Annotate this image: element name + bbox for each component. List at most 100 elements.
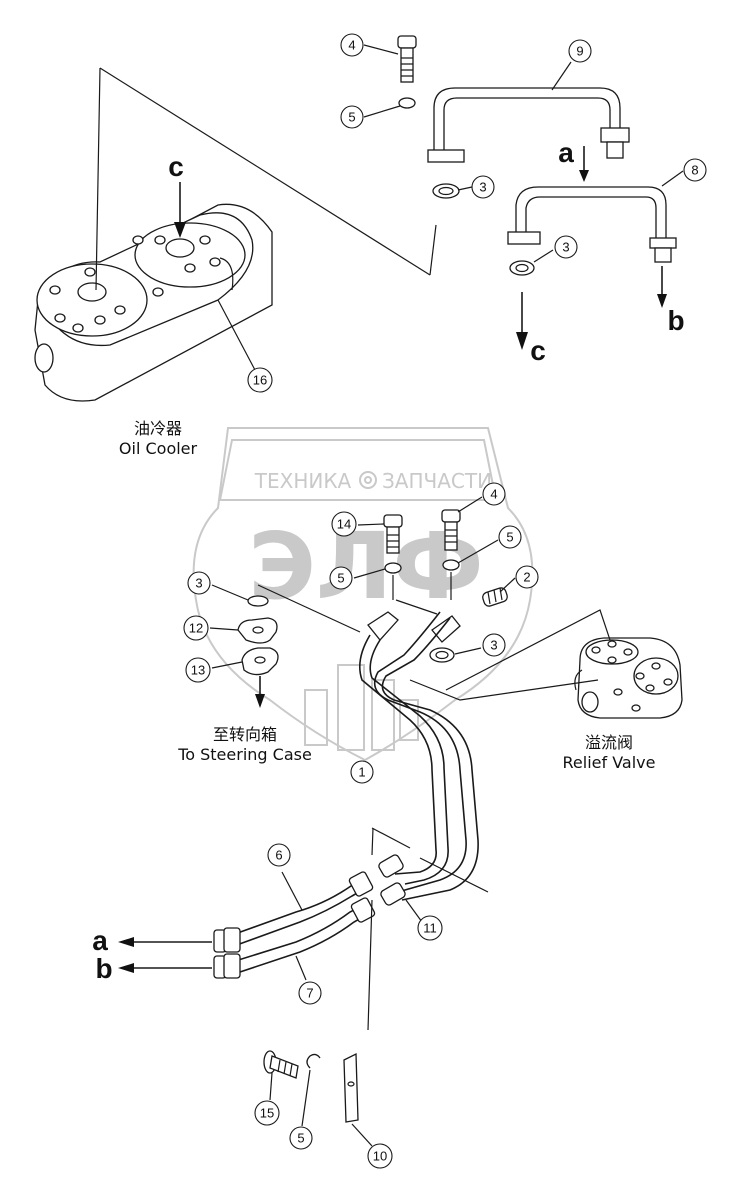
leader-line (295, 955, 307, 981)
flow-letter-c: c (530, 335, 546, 366)
bolt (397, 35, 417, 83)
washer (384, 562, 402, 574)
leader-line (367, 899, 373, 1031)
leader-line (351, 1123, 373, 1147)
leader-line (551, 61, 572, 91)
svg-text:5: 5 (506, 530, 513, 545)
callout-7: 7 (298, 981, 322, 1005)
svg-text:4: 4 (348, 38, 355, 53)
leader-line (457, 496, 483, 513)
oil-cooler-label-en: Oil Cooler (119, 439, 198, 458)
gasket (509, 260, 535, 276)
watermark-text-left: ТЕХНИКА (254, 469, 352, 493)
callout-14: 14 (331, 511, 357, 537)
svg-text:13: 13 (191, 663, 205, 678)
relief-valve (574, 637, 683, 719)
leader-line (353, 568, 386, 579)
pipe-9-flange (427, 149, 465, 163)
leader-line (371, 827, 374, 856)
callout-16: 16 (247, 367, 273, 393)
flow-letter-a: a (92, 925, 108, 956)
svg-text:5: 5 (297, 1131, 304, 1146)
o-ring (247, 595, 269, 607)
svg-text:5: 5 (337, 571, 344, 586)
leader-line (357, 523, 385, 526)
arrow-head (579, 170, 589, 182)
callout-11: 11 (417, 915, 443, 941)
watermark-buildings (304, 664, 419, 751)
callout-6: 6 (267, 843, 291, 867)
arrow-head (657, 294, 667, 308)
svg-text:3: 3 (490, 638, 497, 653)
leader-line (499, 577, 516, 593)
watermark-text-right: ЗАПЧАСТИ (382, 469, 492, 493)
arrow-head (255, 694, 265, 708)
steering-label-cn: 至转向箱 (213, 725, 277, 744)
leader-line (217, 299, 256, 371)
leader-line (419, 857, 489, 893)
svg-text:5: 5 (348, 110, 355, 125)
leader-line (301, 1069, 311, 1127)
svg-text:6: 6 (275, 848, 282, 863)
oil-cooler (34, 203, 273, 402)
hose-7 (213, 897, 376, 979)
leader-line (363, 105, 401, 118)
relief-valve-label-cn: 溢流阀 (585, 733, 633, 752)
flow-letter-b: b (95, 953, 112, 984)
flow-letter-b: b (667, 305, 684, 336)
steering-label-en: To Steering Case (177, 745, 312, 764)
pipe-8-flange (507, 231, 541, 245)
svg-text:8: 8 (691, 163, 698, 178)
pipe-assembly-1 (359, 611, 479, 906)
leader-line (454, 647, 482, 655)
callout-1: 1 (350, 760, 374, 784)
callout-15: 15 (254, 1100, 280, 1126)
callout-5: 5 (340, 105, 364, 129)
svg-text:12: 12 (189, 621, 203, 636)
bolt (383, 514, 403, 554)
callout-3: 3 (187, 571, 211, 595)
bolt (263, 1050, 299, 1079)
callout-5: 5 (498, 525, 522, 549)
callout-4: 4 (482, 482, 506, 506)
svg-text:16: 16 (253, 373, 267, 388)
plug (482, 587, 508, 607)
svg-text:15: 15 (260, 1106, 274, 1121)
gasket (429, 647, 455, 663)
arrow-head (174, 222, 186, 238)
leader-line (395, 599, 438, 615)
leader-line (371, 827, 411, 849)
leader-line (363, 44, 399, 55)
leader-line (209, 627, 239, 631)
leader-line (457, 539, 499, 564)
svg-text:11: 11 (423, 921, 437, 936)
oil-cooler-label-cn: 油冷器 (134, 419, 182, 438)
arrow-head (516, 332, 528, 350)
flow-letter-c: c (168, 151, 184, 182)
clamp (343, 1052, 359, 1123)
svg-text:4: 4 (490, 487, 497, 502)
callout-5: 5 (329, 566, 353, 590)
svg-text:3: 3 (195, 576, 202, 591)
svg-text:10: 10 (373, 1149, 387, 1164)
callout-5: 5 (289, 1126, 313, 1150)
svg-text:1: 1 (358, 765, 365, 780)
leader-line (533, 249, 554, 263)
callout-4: 4 (340, 33, 364, 57)
callout-9: 9 (568, 39, 592, 63)
leader-line (99, 67, 431, 276)
pipe-9-fitting (600, 127, 630, 143)
svg-text:7: 7 (306, 986, 313, 1001)
leader-line (457, 186, 473, 191)
leader-line (269, 1072, 273, 1101)
washer (442, 559, 460, 571)
leader-line (405, 899, 423, 923)
callout-13: 13 (185, 657, 211, 683)
svg-text:3: 3 (479, 180, 486, 195)
leader-line (429, 224, 437, 276)
flow-letter-a: a (558, 137, 574, 168)
svg-text:3: 3 (562, 240, 569, 255)
svg-text:14: 14 (337, 517, 351, 532)
svg-text:2: 2 (523, 570, 530, 585)
gear-icon (359, 471, 377, 489)
